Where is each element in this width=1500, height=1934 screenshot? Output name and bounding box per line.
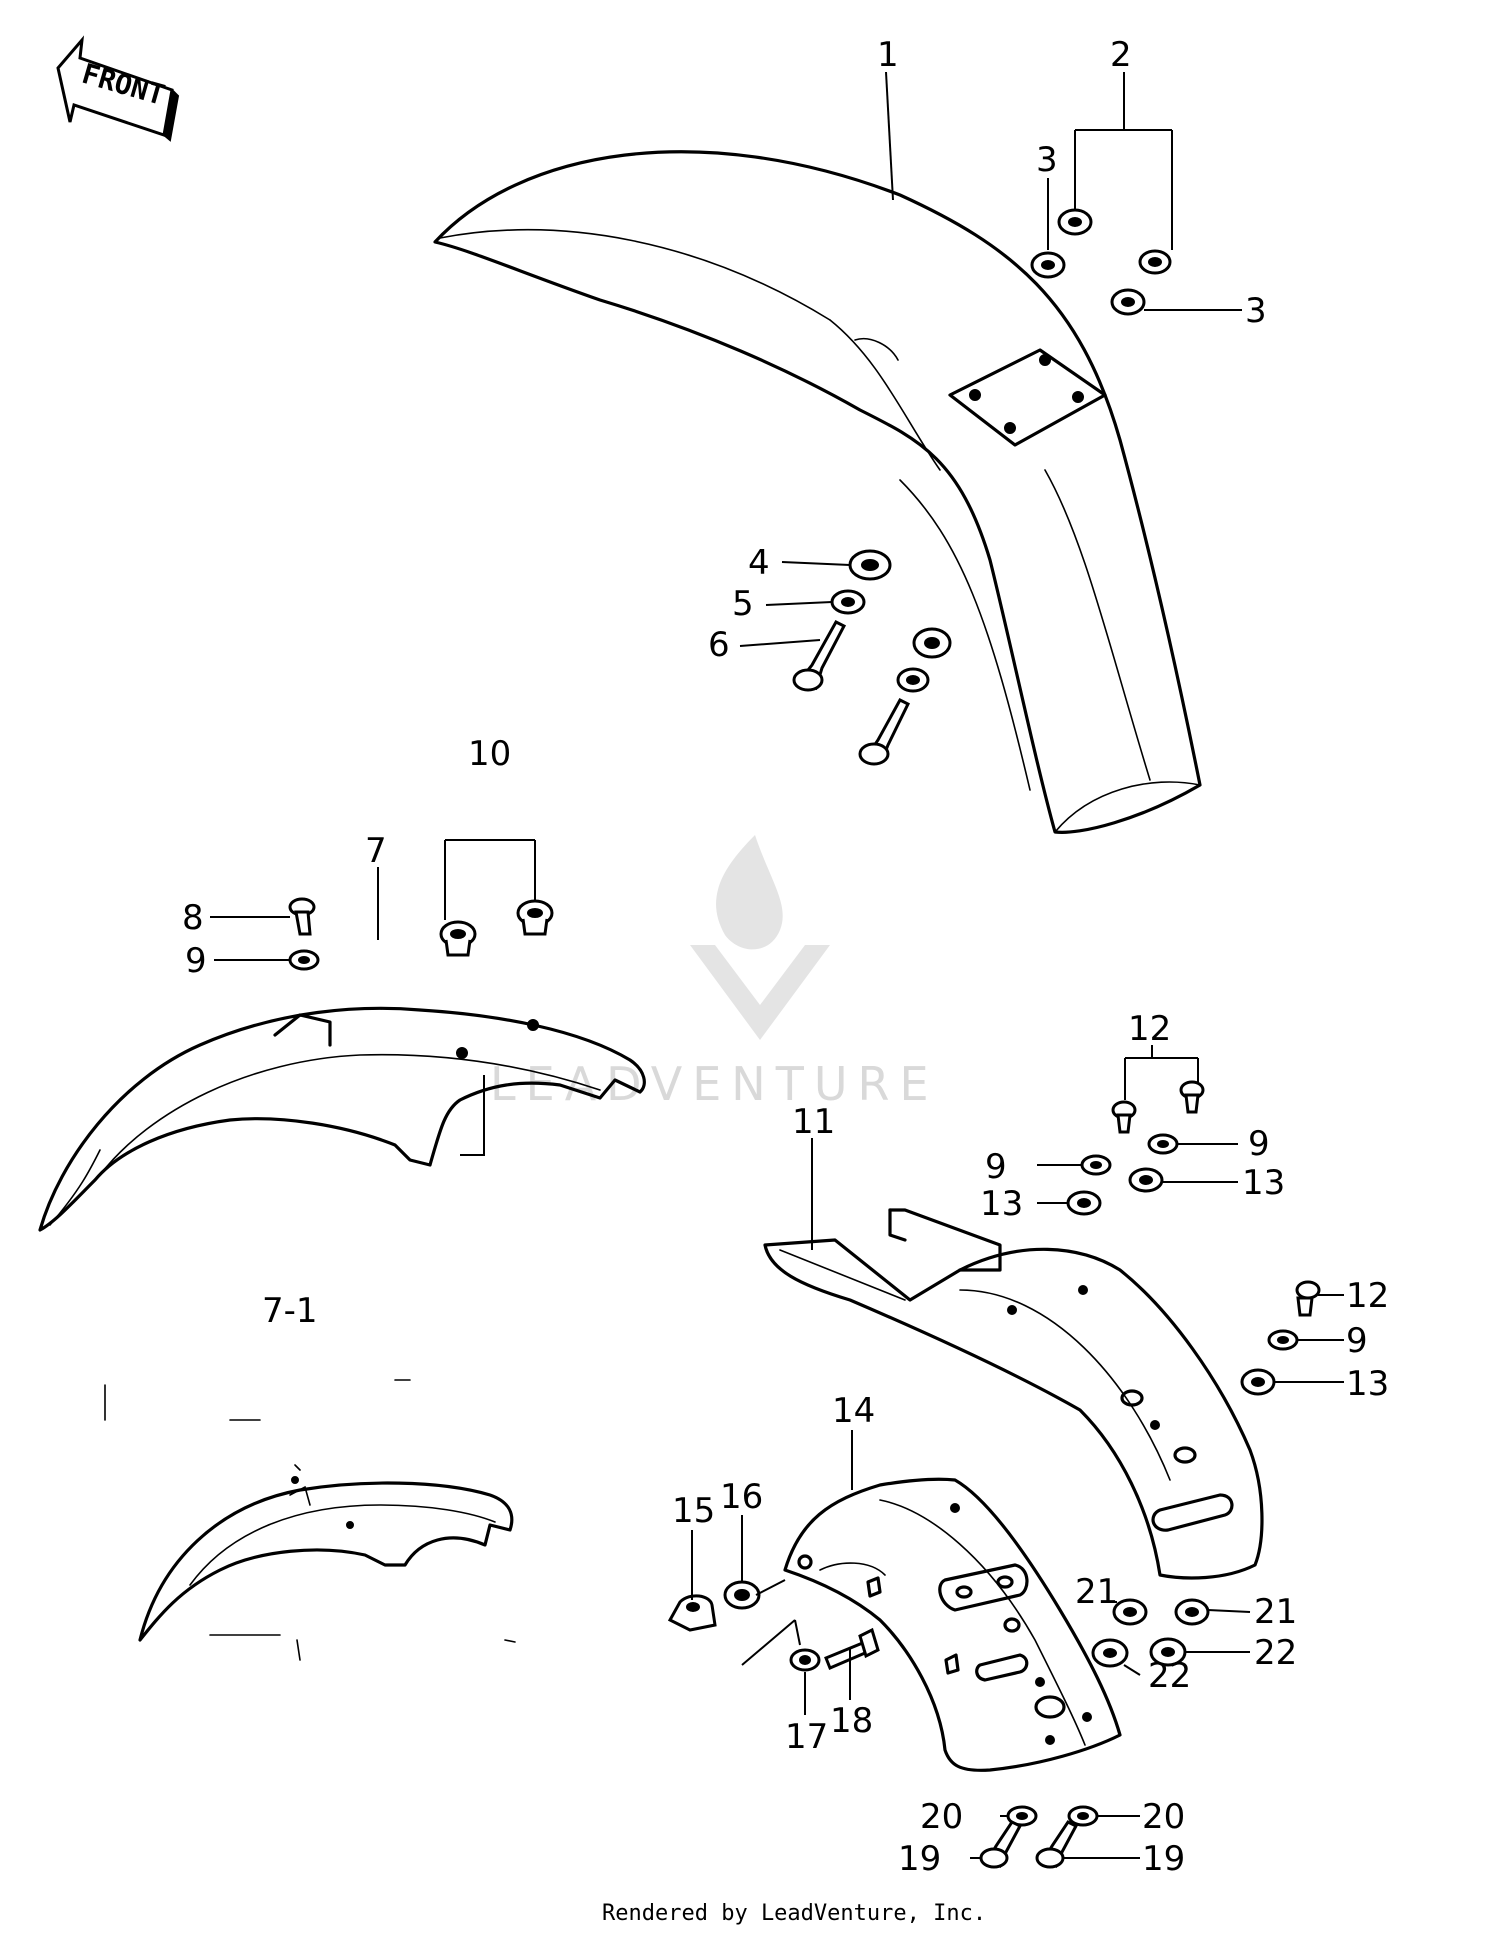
watermark-text: LEADVENTURE [490, 1057, 939, 1111]
label-19a: 19 [898, 1839, 941, 1879]
rear-flap [783, 1477, 1122, 1772]
washer-5b [896, 667, 930, 693]
washer-9 [288, 949, 320, 971]
label-7: 7 [365, 831, 387, 871]
front-fender [433, 150, 1202, 834]
washer-5 [830, 589, 866, 615]
label-22b: 22 [1254, 1633, 1297, 1673]
nut-22a [1091, 1638, 1129, 1668]
callout-labels: 1 2 3 3 4 5 6 10 7 8 9 7-1 12 11 9 9 13 … [182, 35, 1389, 1879]
bolt-19b [1035, 1820, 1079, 1869]
label-21a: 21 [1075, 1572, 1118, 1612]
label-9c: 9 [1248, 1124, 1270, 1164]
label-6: 6 [708, 625, 730, 665]
grommet-2b [1138, 249, 1172, 275]
label-9a: 9 [185, 941, 207, 981]
front-arrow: FRONT [56, 35, 180, 142]
screw-12c [1295, 1280, 1321, 1317]
watermark-v-icon [690, 945, 830, 1040]
label-16: 16 [720, 1477, 763, 1517]
grommet-3a [1030, 251, 1066, 279]
label-10: 10 [468, 734, 511, 774]
grommet-3b [1110, 288, 1146, 316]
bracket-15 [667, 1594, 717, 1632]
label-19b: 19 [1142, 1839, 1185, 1879]
label-20b: 20 [1142, 1797, 1185, 1837]
label-17: 17 [785, 1717, 828, 1757]
bolt-19a [979, 1820, 1023, 1869]
label-21b: 21 [1254, 1592, 1297, 1632]
label-22a: 22 [1148, 1656, 1191, 1696]
label-3b: 3 [1245, 291, 1267, 331]
washer-9d [1080, 1154, 1112, 1176]
label-2: 2 [1110, 35, 1132, 75]
label-12b: 12 [1346, 1276, 1389, 1316]
label-4: 4 [748, 543, 770, 583]
screw-8 [288, 897, 316, 936]
screw-12b [1179, 1080, 1205, 1114]
leader-lines [210, 71, 1344, 1859]
screw-12a [1111, 1100, 1137, 1134]
watermark-flame-icon [716, 835, 783, 950]
label-14: 14 [832, 1391, 875, 1431]
label-12a: 12 [1128, 1009, 1171, 1049]
label-3a: 3 [1036, 140, 1058, 180]
grommet-10a [439, 920, 477, 957]
washer-9c [1147, 1133, 1179, 1155]
label-5: 5 [732, 584, 754, 624]
grommet-21b [1174, 1598, 1210, 1626]
collar-16 [723, 1580, 761, 1610]
grommet-2a [1057, 208, 1093, 236]
washer-17 [789, 1648, 821, 1672]
label-9d: 9 [1346, 1321, 1368, 1361]
label-13a: 13 [980, 1184, 1023, 1224]
spacer-4b [912, 627, 952, 659]
grommet-10b [516, 899, 554, 936]
label-15: 15 [672, 1491, 715, 1531]
watermark: LEADVENTURE [490, 835, 939, 1111]
spacer-4 [848, 549, 892, 581]
label-8: 8 [182, 898, 204, 938]
grommet-21a [1112, 1598, 1148, 1626]
label-13c: 13 [1346, 1364, 1389, 1404]
footer-credit: Rendered by LeadVenture, Inc. [602, 1901, 986, 1926]
grommet-13a [1128, 1167, 1164, 1193]
inner-fender [763, 1208, 1264, 1580]
rear-fender-variant [104, 1379, 516, 1661]
label-9b: 9 [985, 1147, 1007, 1187]
label-1: 1 [877, 35, 899, 75]
bolt-6b [858, 698, 910, 766]
label-11: 11 [792, 1102, 835, 1142]
washer-9e [1267, 1329, 1299, 1351]
bolt-18 [824, 1627, 880, 1670]
label-7-1: 7-1 [262, 1291, 318, 1331]
rear-fender [38, 1006, 646, 1232]
bolt-6 [792, 620, 847, 692]
washer-20b [1067, 1805, 1099, 1827]
label-20a: 20 [920, 1797, 963, 1837]
label-13b: 13 [1242, 1163, 1285, 1203]
grommet-13c [1240, 1368, 1276, 1396]
grommet-13b [1066, 1190, 1102, 1216]
label-18: 18 [830, 1701, 873, 1741]
